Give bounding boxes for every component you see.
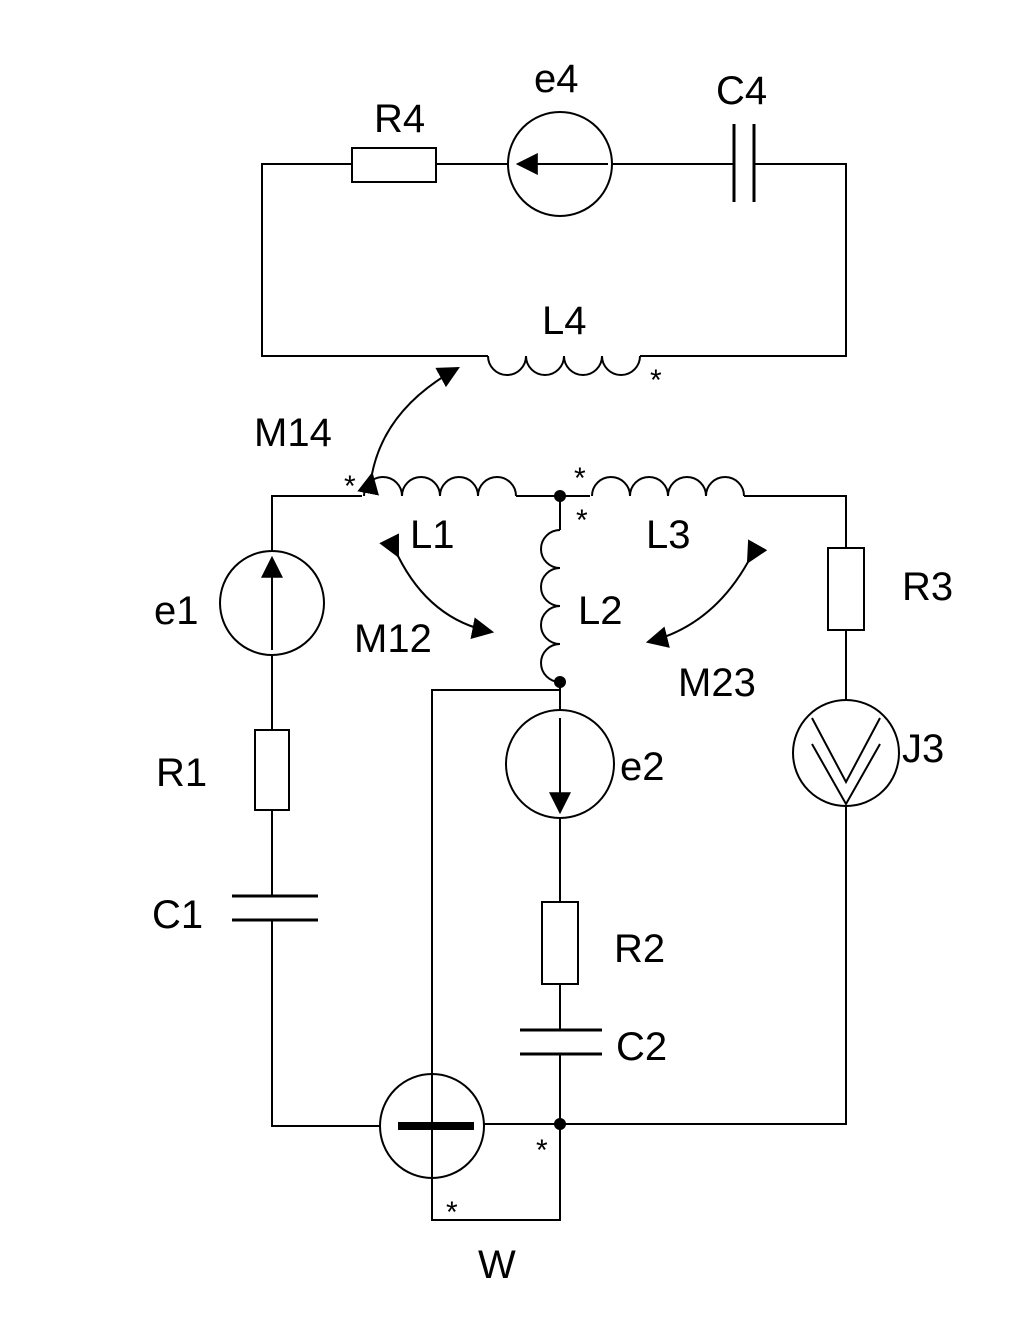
polarity-marker-l1: *: [344, 470, 356, 503]
capacitor-c2: [520, 1028, 602, 1056]
junction-dot-top: [554, 490, 566, 502]
voltage-source-e2: [505, 709, 615, 819]
label-r3: R3: [902, 565, 953, 609]
resistor-r4: [351, 147, 437, 183]
top-loop-wires: [261, 163, 847, 357]
polarity-marker-w-voltage: *: [446, 1196, 458, 1229]
label-m14: M14: [254, 411, 332, 455]
voltage-source-e1: [219, 550, 325, 656]
junction-dot-bottom: [554, 1118, 566, 1130]
resistor-r1: [254, 729, 290, 811]
inductor-l3: [591, 476, 745, 497]
label-c4: C4: [716, 69, 767, 113]
label-c1: C1: [152, 893, 203, 937]
inductor-l4: [487, 355, 641, 376]
label-m12: M12: [354, 617, 432, 661]
label-l1: L1: [410, 513, 455, 557]
label-r1: R1: [156, 751, 207, 795]
polarity-marker-l3: *: [574, 462, 586, 495]
label-m23: M23: [678, 661, 756, 705]
label-e4: e4: [534, 57, 579, 101]
label-e1: e1: [154, 589, 199, 633]
polarity-marker-w-current: *: [536, 1134, 548, 1167]
resistor-r2: [541, 901, 579, 985]
voltage-source-e4: [507, 111, 613, 217]
label-r4: R4: [374, 97, 425, 141]
inductor-l2: [540, 529, 561, 683]
wattmeter-w: [379, 1073, 485, 1179]
capacitor-c1: [232, 894, 318, 922]
label-r2: R2: [614, 927, 665, 971]
inductor-l1: [363, 476, 517, 497]
label-e2: e2: [620, 745, 665, 789]
polarity-marker-l4: *: [650, 364, 662, 397]
label-j3: J3: [902, 727, 944, 771]
capacitor-c4: [732, 124, 756, 202]
label-l4: L4: [542, 299, 587, 343]
mutual-arrow-m23: [645, 539, 768, 648]
main-circuit-wires: [271, 495, 847, 1221]
mutual-arrow-m14: [357, 366, 460, 496]
polarity-marker-l2: *: [576, 504, 588, 537]
label-l3: L3: [646, 513, 691, 557]
label-c2: C2: [616, 1025, 667, 1069]
resistor-r3: [827, 547, 865, 631]
label-w: W: [478, 1243, 516, 1287]
junction-dot-mid: [554, 676, 566, 688]
mutual-arrow-m12: [379, 533, 495, 640]
current-source-j3: [792, 699, 900, 807]
label-l2: L2: [578, 589, 623, 633]
